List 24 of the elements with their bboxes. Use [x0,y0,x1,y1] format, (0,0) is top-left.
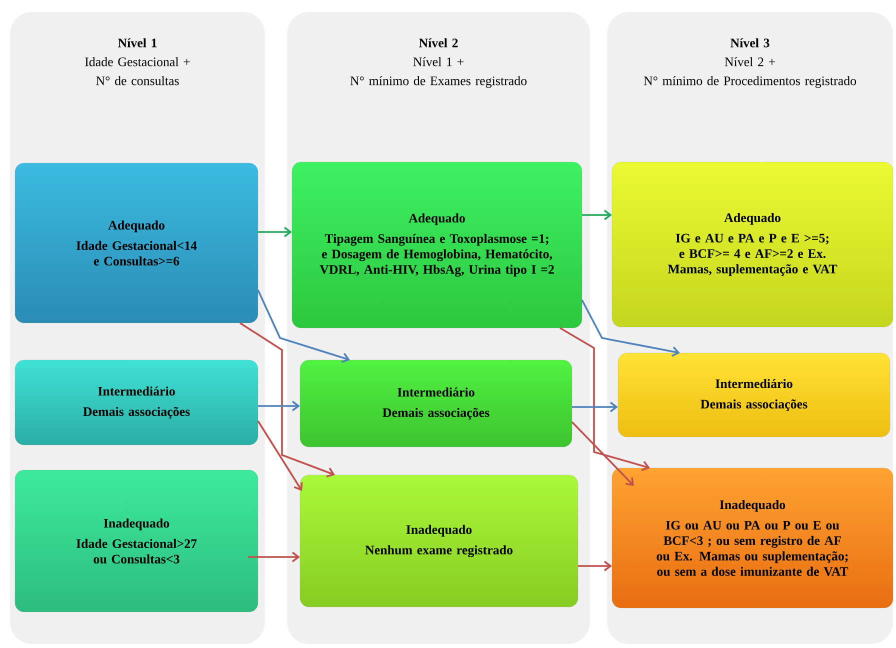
column-heading: Nível 2 Nível 1 + N° mínimo de Exames registrado [350,38,527,88]
column-heading: Nível 3 Nível 2 + N° mínimo de Procedimentos registrado [644,38,856,88]
arrow [258,400,300,412]
arrow [257,420,303,491]
category-box: Intermediário Demais associações [300,360,572,448]
category-box: Inadequado IG ou AU ou PA ou P ou E ou BCF<3 ; ou sem registro de AF ou Ex. Mamas ou suplementação; ou sem a dose imunizante de VAT [612,468,894,608]
arrow [257,290,350,363]
arrow [240,322,335,478]
category-box: Adequado IG e AU e PA e P e E >=5; e BCF>= 4 e AF>=2 e Ex. Mamas, suplementação e VAT [612,162,894,328]
arrow [248,552,300,562]
arrow [572,402,618,412]
arrow [582,210,612,220]
arrow [258,226,292,238]
category-box: Inadequado Idade Gestacional>27 ou Consultas<3 [14,470,258,612]
arrow [560,327,650,472]
category-box: Adequado Tipagem Sanguínea e Toxoplasmose =1; e Dosagem de Hemoglobina, Hematócito, VDRL, Anti-HIV, HbsAg, Urina tipo I =2 [292,162,582,328]
arrow [571,421,634,486]
category-box: Inadequado Nenhum exame registrado [300,474,578,608]
arrow [578,560,612,572]
column-heading: Nível 1 Idade Gestacional + N° de consultas [85,38,190,86]
category-box: Adequado Idade Gestacional<14 e Consultas>=6 [14,162,258,324]
arrow [581,300,680,357]
category-box: Intermediário Demais associações [14,360,258,446]
category-box: Intermediário Demais associações [618,352,890,438]
